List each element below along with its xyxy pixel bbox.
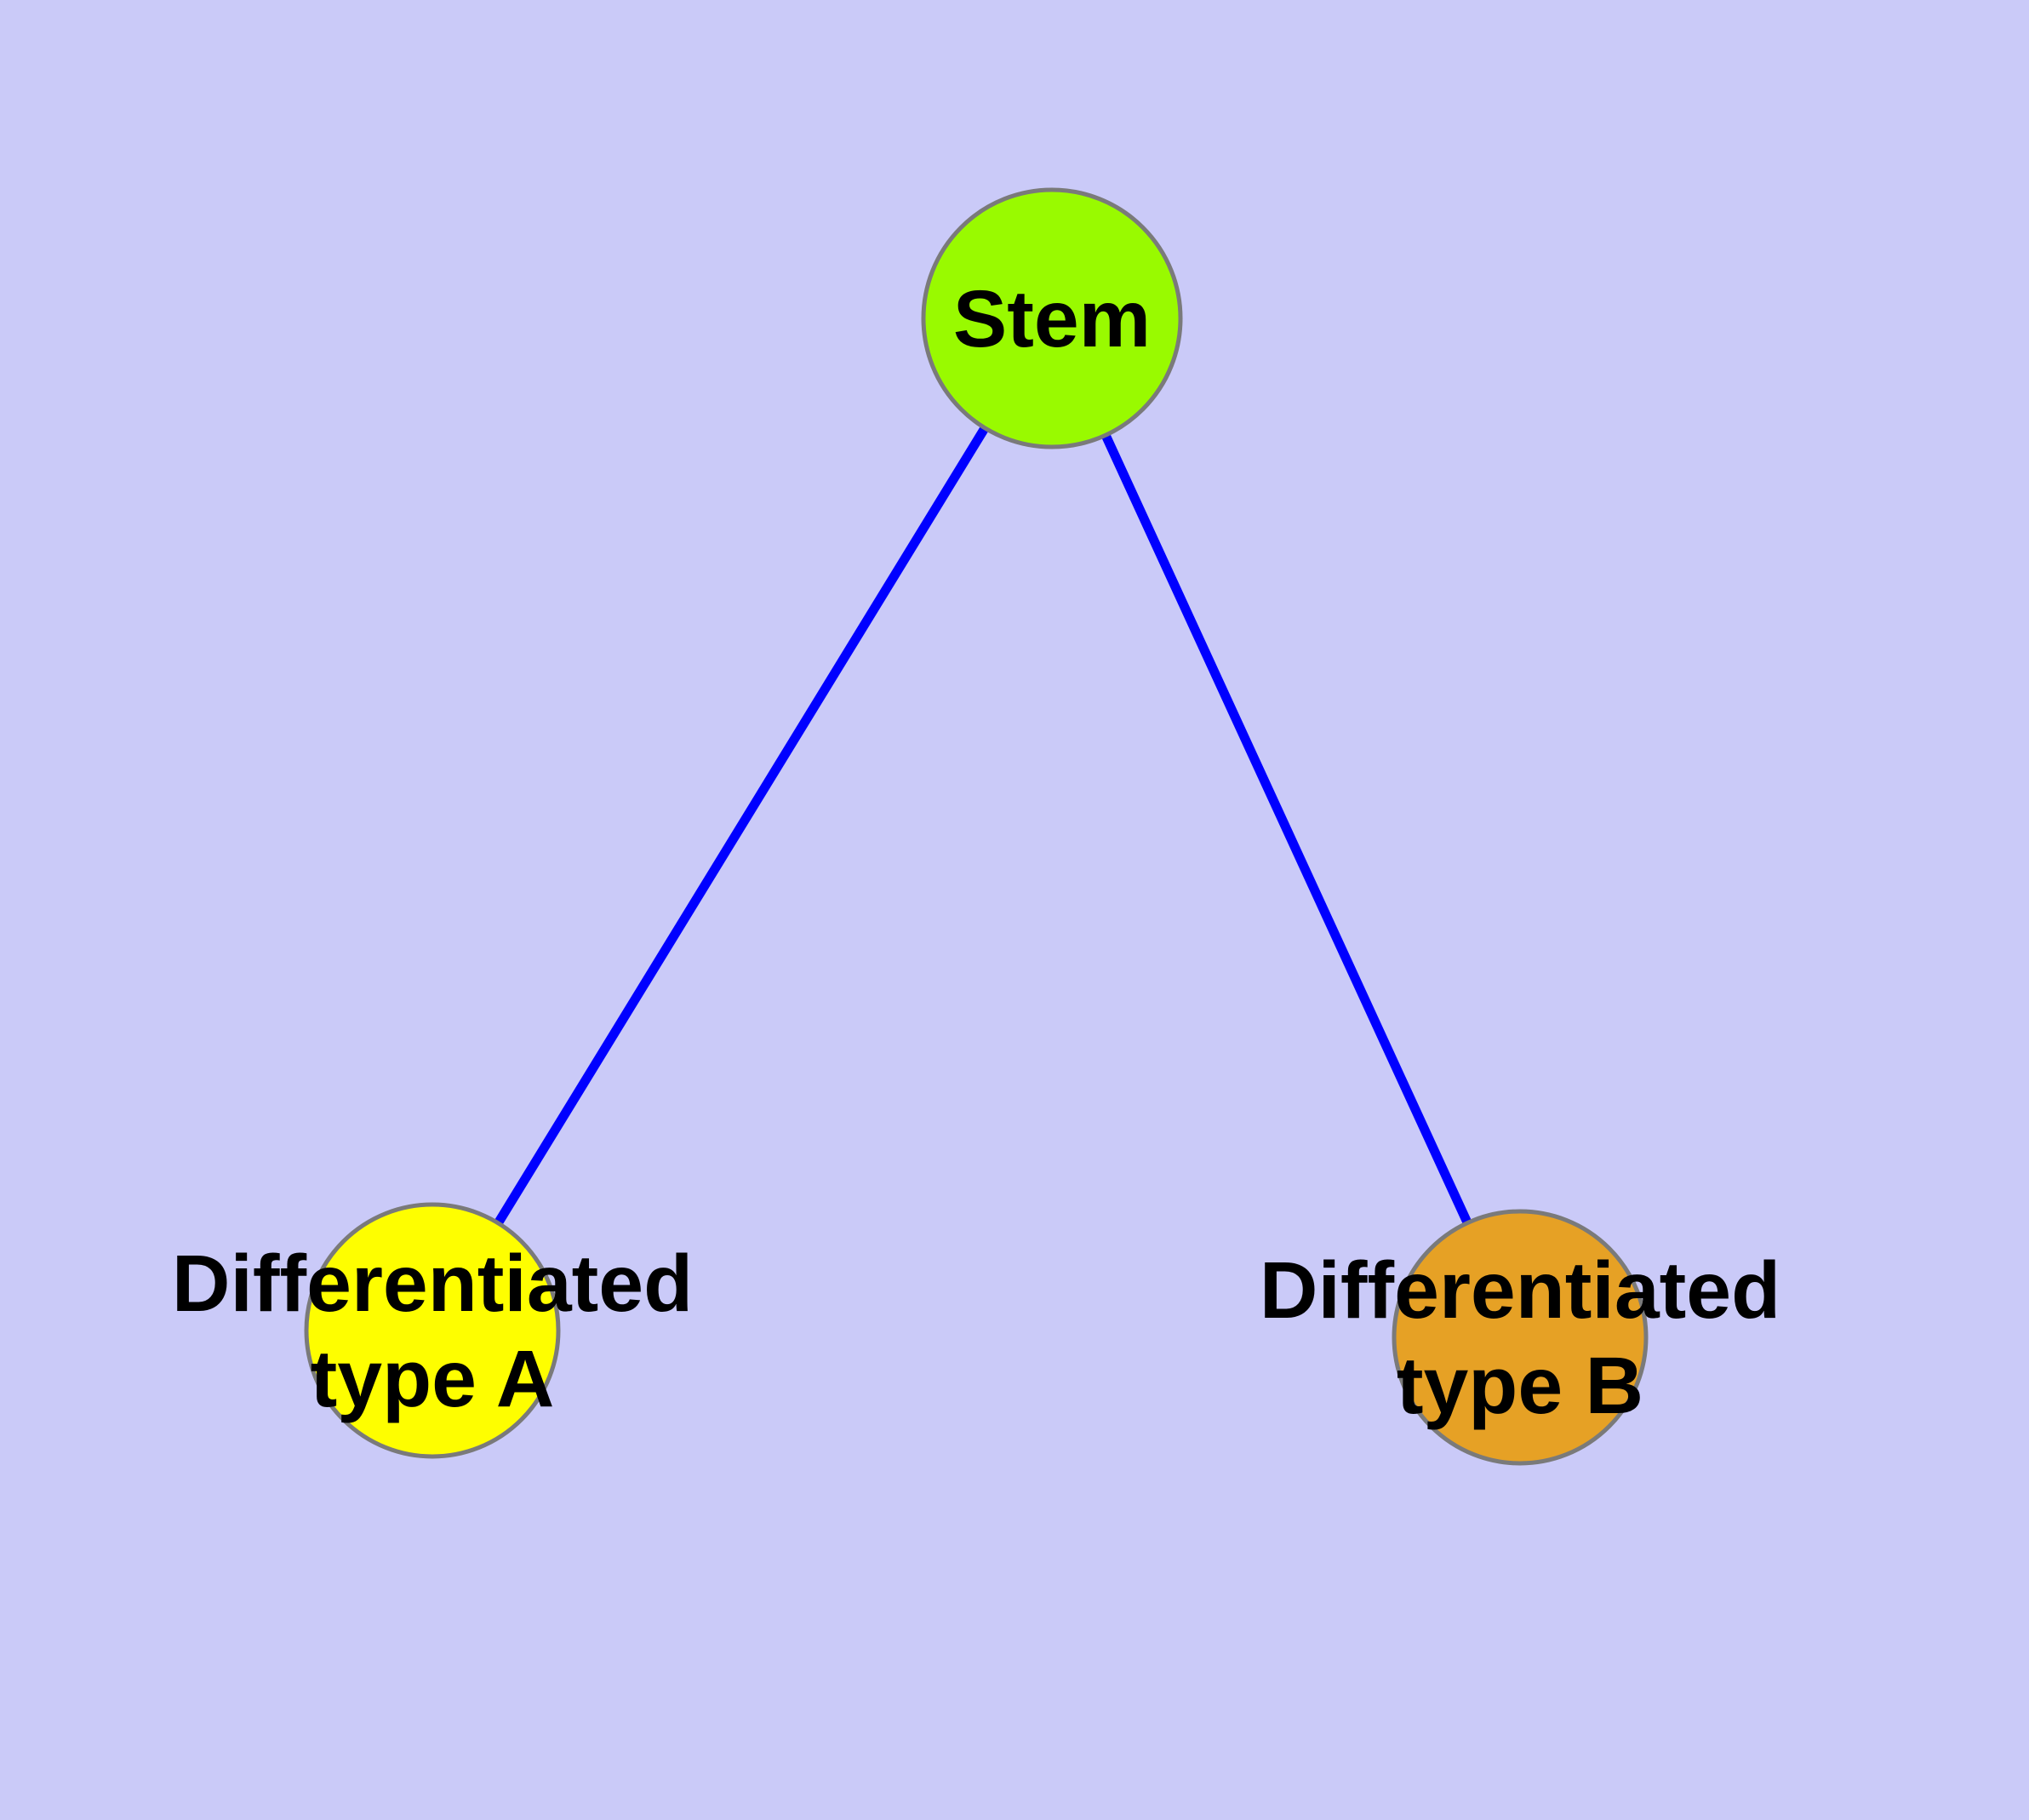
edge-stem-diff-type-a[interactable] xyxy=(428,316,1056,1333)
node-circle-diff-type-b[interactable] xyxy=(1392,1209,1649,1466)
node-circle-diff-type-a[interactable] xyxy=(304,1202,561,1459)
edge-stem-diff-type-b[interactable] xyxy=(1048,316,1524,1340)
node-stem[interactable]: Stem xyxy=(921,187,1183,449)
node-circle-stem[interactable] xyxy=(921,187,1183,449)
